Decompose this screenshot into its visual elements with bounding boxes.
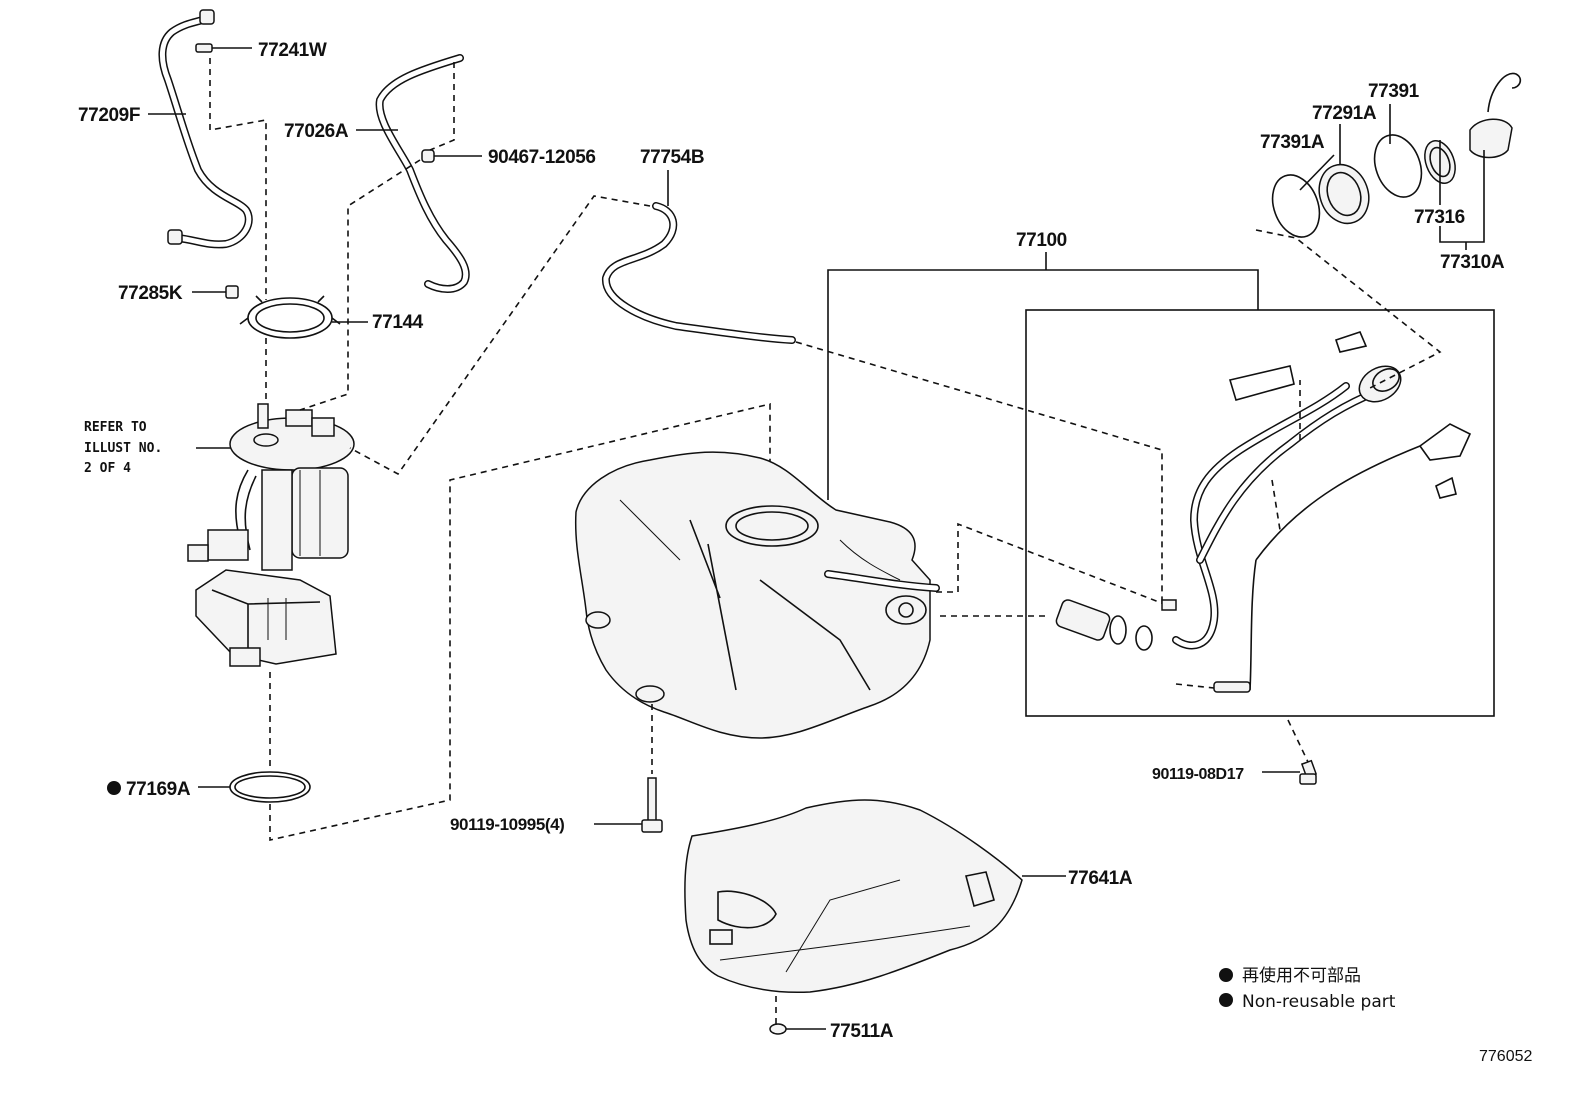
legend-bullet-icon (1219, 993, 1233, 1007)
label-77316: 77316 (1414, 207, 1465, 228)
guide-77241W (209, 58, 267, 300)
gasket-77169A (198, 771, 311, 803)
tank-protector-77641A (684, 799, 1066, 994)
refer-note-line2: ILLUST NO. (84, 441, 162, 456)
label-77144: 77144 (372, 312, 424, 333)
hose-77754B (602, 202, 796, 344)
refer-note-line1: REFER TO (84, 420, 147, 435)
refer-note-line3: 2 OF 4 (84, 461, 131, 476)
label-77391A: 77391A (1260, 132, 1325, 153)
label-77754B: 77754B (640, 147, 704, 168)
label-77641A: 77641A (1068, 868, 1133, 889)
bracket-77100 (827, 252, 1259, 500)
clip-77511A (769, 1023, 826, 1035)
label-77169A: 77169A (126, 779, 191, 800)
diagram-id: 776052 (1479, 1048, 1532, 1065)
label-77310A: 77310A (1440, 252, 1505, 273)
fuel-pump-module (187, 403, 355, 667)
label-77285K: 77285K (118, 283, 183, 304)
clip-90467-12056 (421, 149, 482, 163)
label-90119-10995: 90119-10995(4) (450, 815, 564, 834)
fuel-tank (574, 451, 940, 739)
guide-77754B-left (349, 195, 651, 476)
label-90119-08D17: 90119-08D17 (1152, 766, 1244, 783)
hose-77209F (158, 9, 253, 249)
label-77209F: 77209F (78, 105, 140, 126)
label-77511A: 77511A (830, 1021, 894, 1042)
label-77291A: 77291A (1312, 103, 1377, 124)
filler-pipe-assembly (1055, 331, 1472, 693)
legend-item-en: Non-reusable part (1242, 992, 1396, 1012)
clip-77285K (192, 285, 239, 299)
fuel-cap-group (1255, 72, 1522, 389)
non-reusable-marker-icon (107, 781, 121, 795)
lock-ring-77144 (239, 295, 368, 339)
label-77026A: 77026A (284, 121, 349, 142)
label-77100: 77100 (1016, 230, 1067, 251)
bolt-90119-10995 (594, 777, 663, 833)
filler-pipe-inset (1025, 309, 1495, 717)
label-77391: 77391 (1368, 81, 1420, 102)
guide-tank-to-filler (936, 522, 1165, 617)
label-77241W: 77241W (258, 40, 327, 61)
hose-77026A (375, 54, 470, 293)
label-90467-12056: 90467-12056 (488, 147, 596, 168)
legend: 再使用不可部品 Non-reusable part (1219, 965, 1396, 1012)
guide-77026A (299, 62, 455, 411)
bolt-90119-08D17 (1262, 719, 1318, 785)
legend-item-jp: 再使用不可部品 (1242, 965, 1361, 986)
clip-77241W (195, 43, 252, 53)
guide-77754B-right (795, 341, 1171, 605)
legend-bullet-icon (1219, 968, 1233, 982)
